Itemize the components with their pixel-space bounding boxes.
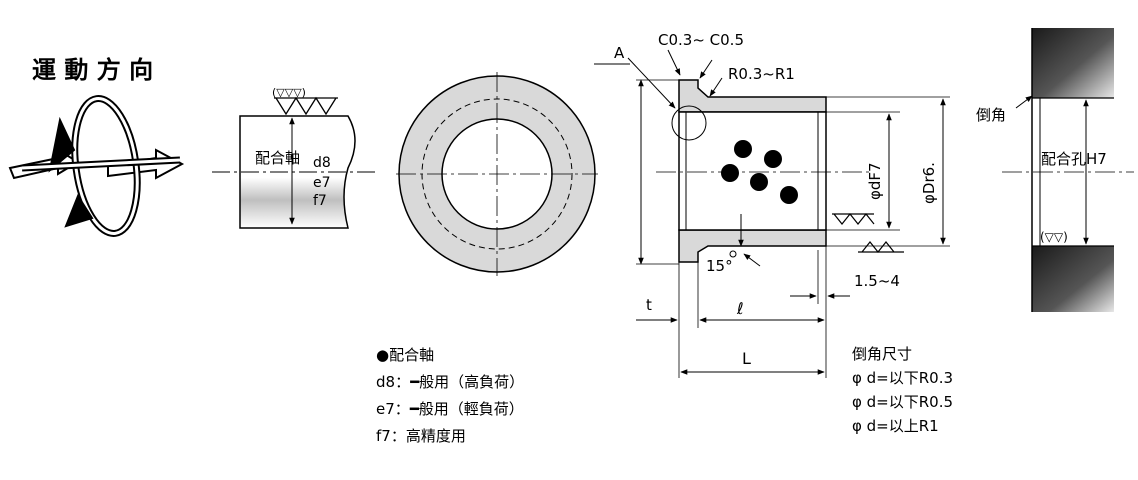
chamfer-note-2: φ d=以下R0.5 xyxy=(852,393,954,411)
length-small-label: ℓ xyxy=(736,299,744,318)
note-line-d8: d8：━般用（高負荷） xyxy=(376,373,525,391)
bushing-end-view xyxy=(396,72,598,276)
motion-direction-icon xyxy=(8,95,185,237)
detail-label-a: A xyxy=(614,44,625,62)
notes-heading: ●配合軸 xyxy=(376,346,435,364)
chamfer-notes-heading: 倒角尺寸 xyxy=(852,345,913,363)
shaft-grade-e7: e7 xyxy=(313,175,331,191)
shaft-drawing xyxy=(212,96,378,229)
motion-title: 運 動 方 向 xyxy=(32,56,153,84)
outer-diameter-label: φDr6. xyxy=(920,162,938,204)
shaft-finish-mark: (▽▽▽) xyxy=(272,86,306,99)
shaft-grade-f7: f7 xyxy=(313,193,327,209)
inner-diameter-label: φdF7 xyxy=(866,162,884,200)
angle-label: 15° xyxy=(706,257,733,275)
note-line-e7: e7：━般用（輕負荷） xyxy=(376,400,524,418)
shaft-label: 配合軸 xyxy=(255,149,300,167)
chamfer-label: C0.3~ C0.5 xyxy=(658,31,744,49)
shaft-fit-notes: ●配合軸 d8：━般用（高負荷） e7：━般用（輕負荷） f7：高精度用 xyxy=(376,342,524,450)
housing-finish-mark: (▽▽) xyxy=(1040,230,1068,244)
note-line-f7: f7：高精度用 xyxy=(376,427,466,445)
flange-thickness-label: t xyxy=(646,296,652,314)
housing-hole-label: 配合孔H7 xyxy=(1041,150,1107,168)
radius-label: R0.3~R1 xyxy=(728,65,795,83)
chamfer-size-notes: 倒角尺寸 φ d=以下R0.3 φ d=以下R0.5 φ d=以上R1 xyxy=(852,342,953,438)
chamfer-note-3: φ d=以上R1 xyxy=(852,417,939,435)
bushing-section xyxy=(594,49,950,378)
chamfer-note-1: φ d=以下R0.3 xyxy=(852,369,954,387)
thread-label: 1.5~4 xyxy=(854,272,900,290)
housing-drawing xyxy=(1002,28,1134,312)
length-total-label: L xyxy=(742,349,751,368)
housing-chamfer-label: 倒角 xyxy=(976,106,1006,124)
shaft-grade-d8: d8 xyxy=(313,155,331,171)
